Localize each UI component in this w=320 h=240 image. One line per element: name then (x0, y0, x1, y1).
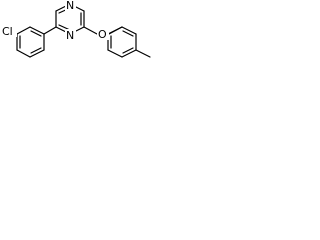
chemical-structure: Cl N N O (1, 0, 151, 58)
nitrogen-label-top: N (66, 0, 74, 12)
tolyl-ring (107, 26, 137, 58)
label-mask (97, 28, 109, 40)
double-bond (122, 30, 134, 37)
nitrogen-label-bottom: N (66, 29, 74, 42)
label-mask (65, 0, 76, 11)
bond (29, 49, 45, 58)
biaryl-bond (43, 26, 57, 35)
label-mask (65, 29, 76, 41)
chlorine-label: Cl (2, 25, 13, 38)
bond (29, 26, 45, 35)
oxygen-label: O (98, 28, 107, 41)
bond-carbon-oxygen (83, 26, 98, 35)
double-bond (30, 47, 42, 54)
bond (107, 26, 123, 35)
bond (107, 49, 123, 58)
bond (121, 26, 137, 35)
bond (16, 49, 31, 58)
bond (121, 49, 137, 58)
double-bond (122, 47, 134, 54)
bond (16, 26, 31, 35)
chlorophenyl-ring (16, 26, 45, 58)
methyl-bond (135, 49, 151, 58)
label-mask (1, 25, 17, 37)
double-bond (30, 30, 42, 37)
